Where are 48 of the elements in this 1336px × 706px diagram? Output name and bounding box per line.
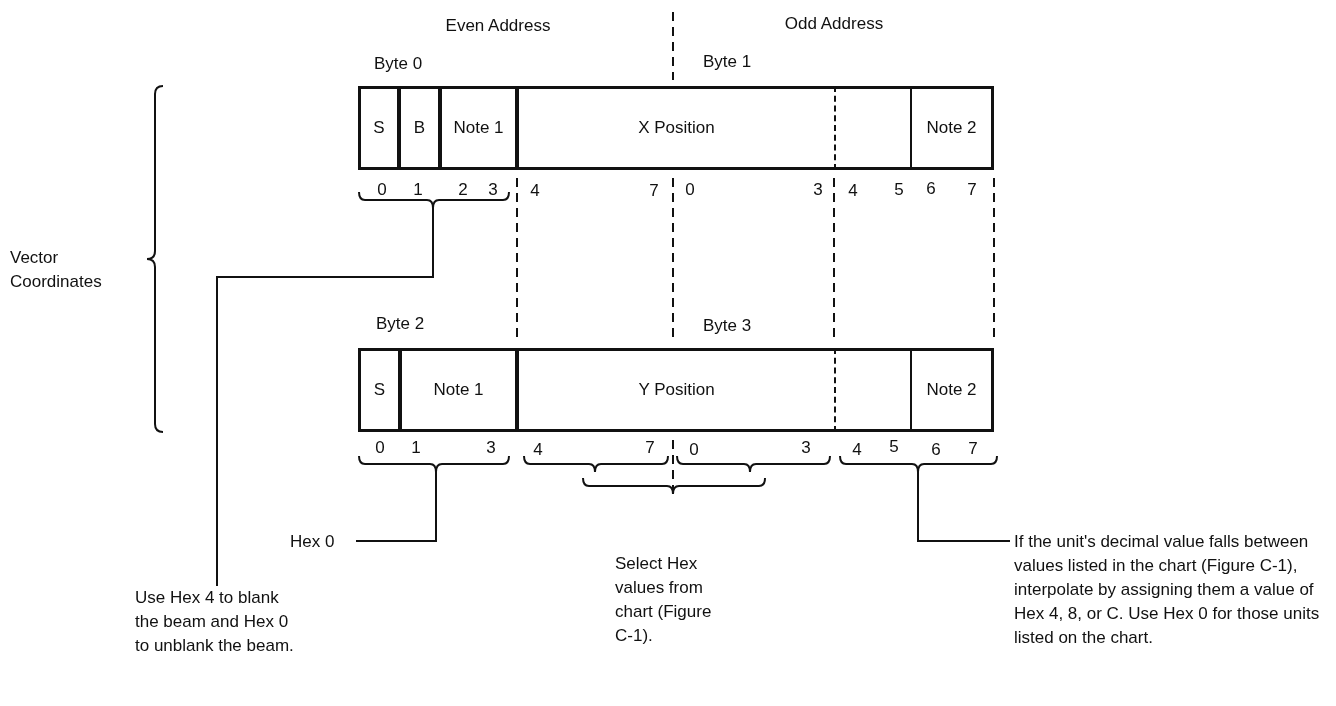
byte-label: Byte 3 [702, 316, 752, 336]
bit-number: 4 [533, 440, 543, 460]
bit-field: Note 1 [400, 348, 517, 432]
note-text: Select Hex values from chart (Figure C-1). [615, 553, 713, 647]
bit-number: 0 [375, 438, 385, 458]
byte-label: Byte 2 [375, 314, 425, 334]
bit-field: Note 1 [440, 86, 517, 170]
bit-field: Y Position [517, 348, 834, 432]
bit-number: 0 [377, 180, 387, 200]
bit-number: 4 [530, 181, 540, 201]
bit-number: 5 [894, 180, 904, 200]
bit-field: X Position [517, 86, 834, 170]
note-text: If the unit's decimal value falls between values listed in the chart (Figure C-1), interpolate by assigning them a value of Hex 4, 8, or C. Use Hex 0 for those units listed on the chart. [1014, 530, 1324, 650]
bit-number: 6 [931, 440, 941, 460]
leader-line [355, 471, 437, 542]
bit-number: 0 [689, 440, 699, 460]
bit-field: B [399, 86, 440, 170]
bit-number: 7 [645, 438, 655, 458]
bit-number: 7 [968, 439, 978, 459]
note-text: Use Hex 4 to blank the beam and Hex 0 to unblank the beam. [135, 586, 305, 658]
bit-number: 1 [413, 180, 423, 200]
byte-label: Byte 0 [373, 54, 423, 74]
bit-number: 3 [488, 180, 498, 200]
bit-number: 2 [458, 180, 468, 200]
axis-label: Vector Coordinates [10, 247, 103, 293]
empty-bit-field [834, 86, 912, 170]
bit-number: 3 [801, 438, 811, 458]
note-text: Hex 0 [290, 530, 352, 554]
bit-number: 3 [813, 180, 823, 200]
bit-field: S [358, 86, 399, 170]
column-heading: Even Address [445, 16, 551, 36]
byte-label: Byte 1 [702, 52, 752, 72]
bit-number: 3 [486, 438, 496, 458]
bit-number: 7 [967, 180, 977, 200]
bit-number: 4 [852, 440, 862, 460]
bit-field: Note 2 [912, 348, 994, 432]
leader-line [216, 207, 434, 587]
bit-field: Note 2 [912, 86, 994, 170]
bit-number: 1 [411, 438, 421, 458]
leader-line [917, 471, 1011, 542]
bit-number: 5 [889, 437, 899, 457]
column-heading: Odd Address [784, 14, 884, 34]
bit-number: 6 [926, 179, 936, 199]
bit-number: 4 [848, 181, 858, 201]
bit-number: 0 [685, 180, 695, 200]
bit-number: 7 [649, 181, 659, 201]
empty-bit-field [834, 348, 912, 432]
bit-field: S [358, 348, 400, 432]
